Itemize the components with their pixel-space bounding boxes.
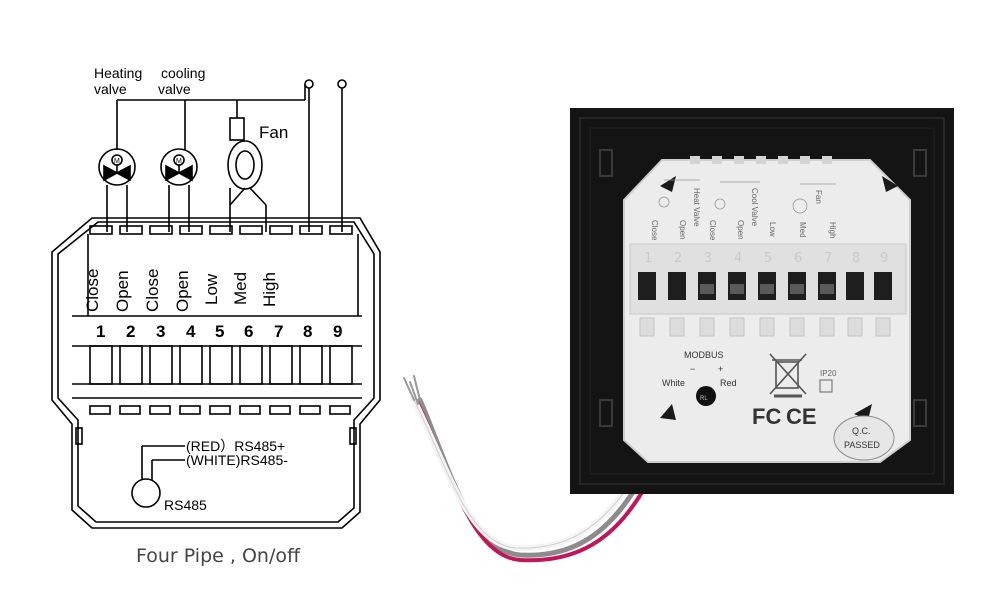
term6-label: Med — [231, 272, 250, 305]
term4-label: Open — [173, 270, 192, 312]
heating-valve-label-line1: Heating — [94, 65, 142, 81]
svg-text:7: 7 — [824, 251, 832, 266]
term-num-7: 7 — [274, 322, 283, 341]
photo-white-label: White — [662, 378, 685, 388]
term1-label: Close — [83, 269, 102, 312]
photo-term7-label: High — [828, 222, 837, 238]
heating-valve-label-line2: valve — [94, 81, 127, 97]
term-num-6: 6 — [244, 322, 253, 341]
svg-text:5: 5 — [764, 251, 772, 266]
thermostat-body-inner — [57, 221, 375, 523]
qc-passed-sticker — [833, 415, 895, 461]
svg-text:1: 1 — [644, 251, 652, 266]
fan-label: Fan — [259, 123, 288, 142]
thermostat-photo: Heat Valve Cool Valve Fan Close Open Clo… — [570, 108, 954, 494]
photo-ip-rating: IP20 — [820, 369, 837, 378]
cooling-valve-label-line1: cooling — [161, 65, 205, 81]
term-num-9: 9 — [333, 322, 342, 341]
fcc-logo: FC — [752, 404, 781, 429]
svg-text:M: M — [176, 158, 182, 165]
heating-valve-icon: M — [98, 148, 136, 232]
cooling-valve-label-line2: valve — [158, 81, 191, 97]
photo-cool-valve-label: Cool Valve — [750, 188, 759, 227]
terminal-numbers: 1 2 3 4 5 6 7 8 9 — [96, 322, 342, 341]
photo-rl-text: RL — [700, 396, 708, 402]
photo-minus: − — [690, 364, 695, 374]
photo-cable-grommet — [696, 386, 716, 406]
photo-term3-label: Close — [708, 220, 717, 241]
rs485-port-icon — [131, 478, 161, 508]
svg-text:2: 2 — [674, 251, 682, 266]
term-num-2: 2 — [126, 322, 135, 341]
svg-text:8: 8 — [852, 251, 860, 266]
term-num-1: 1 — [96, 322, 105, 341]
photo-ip-box — [819, 379, 833, 393]
cooling-valve-label: cooling valve — [158, 65, 209, 97]
photo-modbus-label: MODBUS — [684, 350, 724, 360]
photo-red-label: Red — [720, 378, 737, 388]
ce-logo: CE — [786, 404, 817, 429]
photo-fan-label: Fan — [814, 190, 823, 204]
heating-valve-label: Heating valve — [94, 65, 146, 97]
terminal-top-tabs — [89, 225, 353, 235]
module-printed-labels: Heat Valve Cool Valve Fan Close Open Clo… — [650, 179, 837, 241]
stripped-wire-ends — [403, 375, 421, 405]
cooling-valve-icon: M — [160, 148, 198, 232]
photo-term5-label: Low — [768, 222, 777, 237]
rs485-positive-label: (RED）RS485+ — [186, 438, 285, 454]
terminal-9-open-end — [337, 79, 347, 89]
term-num-8: 8 — [303, 322, 312, 341]
terminal-function-labels: Close Open Close Open Low Med High — [83, 269, 279, 312]
svg-text:6: 6 — [794, 251, 802, 266]
photo-lower-tabs — [639, 317, 891, 337]
fan-motor-icon — [227, 117, 267, 232]
wiring-diagram: Heating valve cooling valve Fan M — [51, 65, 381, 567]
term-num-4: 4 — [186, 322, 196, 341]
terminal-blocks — [89, 345, 353, 385]
svg-text:4: 4 — [734, 251, 742, 266]
term2-label: Open — [113, 270, 132, 312]
rs485-wiring — [131, 445, 185, 508]
rs485-negative-label: (WHITE)RS485- — [186, 452, 288, 468]
svg-text:9: 9 — [880, 251, 888, 266]
module-top-notches — [690, 156, 832, 164]
passed-text: PASSED — [844, 440, 880, 450]
photo-term4-label: Open — [736, 220, 745, 240]
term7-label: High — [260, 272, 279, 307]
weee-bin-icon — [769, 353, 807, 398]
term-num-5: 5 — [215, 322, 224, 341]
photo-term6-label: Med — [798, 222, 807, 238]
term5-label: Low — [202, 273, 221, 305]
terminal-bottom-tabs — [89, 405, 351, 415]
diagram-caption: Four Pipe , On/off — [136, 545, 301, 567]
photo-plus: + — [718, 364, 723, 374]
svg-text:3: 3 — [704, 251, 712, 266]
rs485-port-label: RS485 — [164, 497, 207, 513]
term-num-3: 3 — [156, 322, 165, 341]
thermostat-body-outline — [51, 217, 381, 529]
term3-label: Close — [143, 269, 162, 312]
photo-terminal-screws — [700, 284, 834, 294]
photo-term2-label: Open — [678, 220, 687, 240]
svg-text:M: M — [114, 158, 120, 165]
photo-heat-valve-label: Heat Valve — [692, 188, 701, 227]
photo-term1-label: Close — [650, 220, 659, 241]
photo-terminal-numbers: 1 2 3 4 5 6 7 8 9 — [644, 251, 888, 266]
qc-text: Q.C. — [852, 426, 871, 436]
terminal-8-open-end — [304, 79, 314, 89]
